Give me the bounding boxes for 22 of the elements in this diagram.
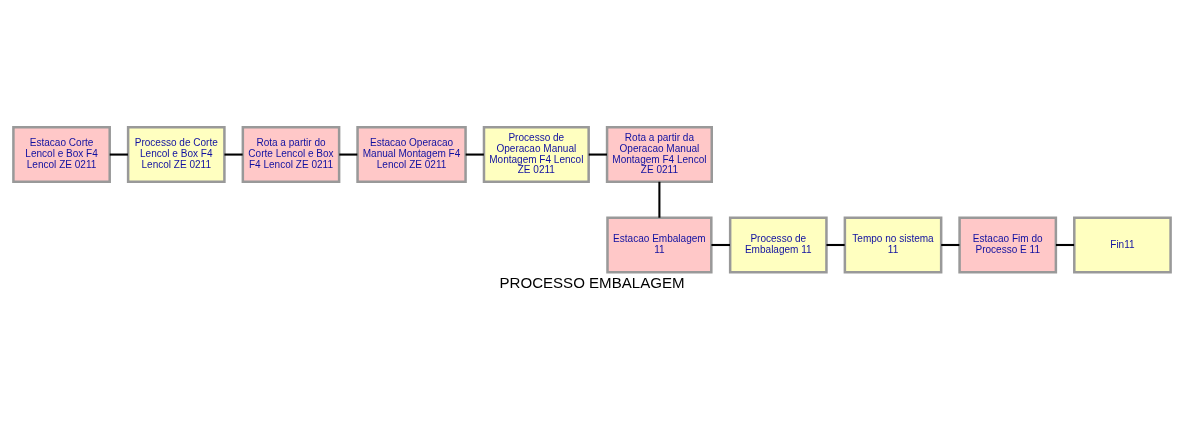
connector	[826, 243, 845, 247]
connector	[711, 243, 730, 247]
connector	[224, 153, 243, 156]
node-box: Fin11	[1073, 216, 1172, 274]
caption: PROCESSO EMBALAGEM	[499, 273, 685, 291]
node-box: Processo de Corte Lencol e Box F4 Lencol ZE 0211	[126, 126, 226, 184]
node-box: Processo de Operacao Manual Montagem F4 Lencol ZE 0211	[482, 126, 590, 184]
node-box: Estacao Embalagem 11	[606, 216, 713, 274]
connector	[658, 181, 661, 218]
connector	[109, 153, 128, 156]
node-box: Estacao Corte Lencol e Box F4 Lencol ZE 0211	[12, 126, 111, 184]
node-box: Estacao Fim do Processo E 11	[958, 216, 1058, 274]
node-box: Tempo no sistema 11	[843, 216, 943, 274]
connector	[339, 153, 358, 156]
connector	[1055, 243, 1075, 247]
node-box: Processo de Embalagem 11	[728, 216, 828, 274]
node-box: Estacao Operacao Manual Montagem F4 Lencol ZE 0211	[356, 126, 467, 184]
connector	[941, 243, 960, 247]
node-box: Rota a partir do Corte Lencol e Box F4 Lencol ZE 0211	[241, 126, 341, 184]
connector	[588, 153, 607, 156]
connector	[465, 153, 484, 156]
node-box: Rota a partir da Operacao Manual Montagem F4 Lencol ZE 0211	[605, 126, 713, 184]
